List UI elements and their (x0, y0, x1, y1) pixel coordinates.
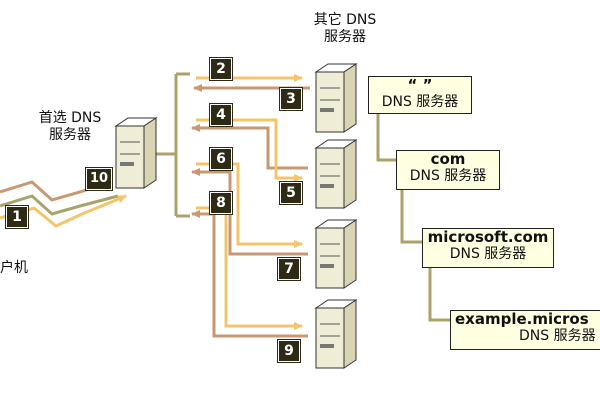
zone-connector-com-microsoft (400, 190, 422, 244)
step-badge-2: 2 (210, 58, 232, 80)
zone-microsoft-server: DNS 服务器 (449, 246, 527, 262)
zone-connector-root-com (376, 112, 396, 162)
client-label: 户机 (0, 260, 28, 276)
step-badge-1: 1 (6, 206, 28, 228)
preferred-server-label-line1: 首选 DNS (38, 110, 102, 126)
step-badge-7: 7 (278, 258, 300, 280)
response-9-arrow (191, 210, 308, 338)
zone-com-server: DNS 服务器 (409, 168, 487, 184)
step-badge-6: 6 (210, 148, 232, 170)
other-servers-label: 其它 DNS 服务器 (290, 12, 400, 46)
query-5-arrow (196, 118, 303, 182)
preferred-dns-server-icon (110, 116, 158, 190)
step-badge-9: 9 (278, 340, 300, 362)
other-servers-label-line1: 其它 DNS (313, 12, 377, 28)
com-server-icon (310, 138, 358, 210)
preferred-server-label-line2: 服务器 (49, 127, 91, 143)
preferred-server-label: 首选 DNS 服务器 (20, 110, 120, 144)
response-4-arrow (191, 124, 308, 170)
step-badge-5: 5 (280, 182, 302, 204)
zone-root-server: DNS 服务器 (381, 94, 459, 110)
step-badge-8: 8 (210, 192, 232, 214)
zone-com-name: com (430, 150, 466, 168)
zone-box-root: “ ” DNS 服务器 (368, 76, 472, 114)
zone-root-name: “ ” (407, 76, 433, 94)
microsoft-server-icon (310, 218, 358, 290)
step-badge-10: 10 (86, 168, 112, 190)
zone-box-example: example.micros DNS 服务器 (450, 310, 600, 350)
zone-example-server: DNS 服务器 (519, 328, 596, 344)
zone-connector-microsoft-example (428, 268, 450, 322)
client-link-lower (0, 194, 119, 216)
zone-box-microsoft: microsoft.com DNS 服务器 (422, 228, 554, 268)
zone-example-name: example.micros (455, 310, 589, 328)
root-server-icon (310, 62, 358, 134)
zone-box-com: com DNS 服务器 (396, 150, 500, 190)
example-server-icon (310, 298, 358, 370)
other-servers-label-line2: 服务器 (324, 29, 366, 45)
step-badge-4: 4 (210, 104, 232, 126)
step-badge-3: 3 (280, 88, 302, 110)
zone-microsoft-name: microsoft.com (427, 228, 549, 246)
